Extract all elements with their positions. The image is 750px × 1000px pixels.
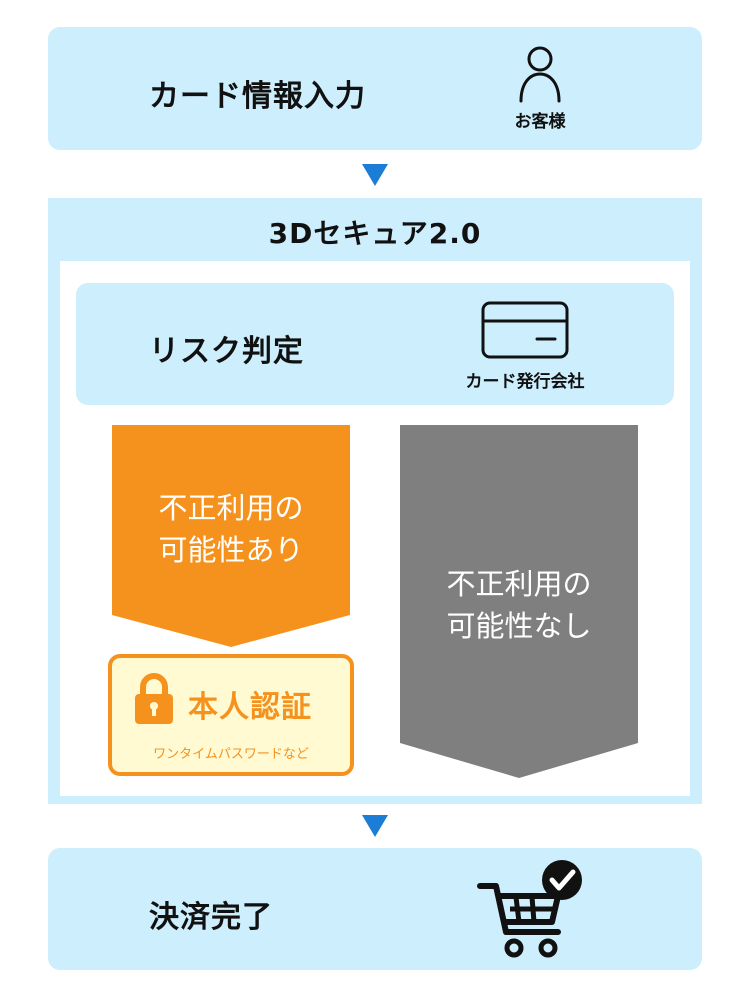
- flow-arrow-2: [362, 815, 388, 837]
- credit-card-icon: [481, 301, 569, 359]
- step-payment-complete: 決済完了: [48, 848, 702, 970]
- person-icon: [519, 46, 561, 103]
- auth-title: 本人認証: [188, 690, 312, 725]
- actor-customer: お客様: [480, 45, 600, 132]
- actor-customer-label: お客様: [514, 112, 566, 132]
- shopping-cart-check-icon: [477, 860, 582, 958]
- branch-fraud-possible: 不正利用の 可能性あり: [112, 425, 350, 647]
- branch-fraud-unlikely: 不正利用の 可能性なし: [400, 425, 638, 778]
- step-risk-title: リスク判定: [149, 334, 304, 369]
- branch-fraud-possible-text: 不正利用の 可能性あり: [158, 491, 304, 567]
- step-payment-title: 決済完了: [149, 900, 273, 935]
- branch-fraud-unlikely-text: 不正利用の 可能性なし: [446, 567, 592, 643]
- process-title: 3Dセキュア2.0: [268, 217, 482, 250]
- auth-subtitle: ワンタイムパスワードなど: [153, 747, 309, 762]
- auth-box: 本人認証 ワンタイムパスワードなど: [108, 654, 354, 776]
- step-card-input-title: カード情報入力: [149, 79, 366, 114]
- actor-card-issuer: カード発行会社: [440, 301, 610, 392]
- lock-icon: [135, 673, 173, 724]
- step-risk-assessment: リスク判定 カード発行会社: [76, 283, 674, 405]
- step-card-input: カード情報入力 お客様: [48, 27, 702, 150]
- flow-arrow-1: [362, 164, 388, 186]
- actor-card-issuer-label: カード発行会社: [465, 372, 585, 392]
- branch-fraud-unlikely-shape: [400, 425, 638, 778]
- branch-fraud-possible-shape: [112, 425, 350, 647]
